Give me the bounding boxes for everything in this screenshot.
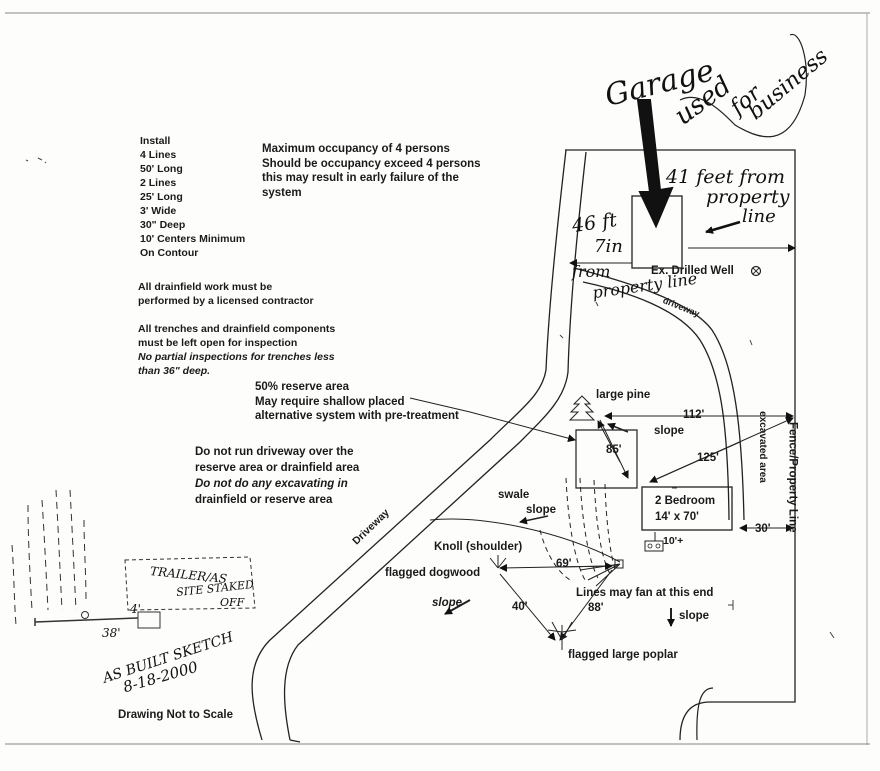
partial-note: No partial inspections for trenches less… (138, 350, 335, 378)
dim-125-label: 125' (697, 452, 719, 464)
reserve-box (575, 429, 638, 489)
dim-88-label: 88' (588, 602, 604, 614)
not-to-scale-label: Drawing Not to Scale (118, 709, 234, 721)
slope-arrow-reserve (607, 422, 629, 433)
dim-30-label: 30' (755, 523, 771, 535)
large-pine-label: large pine (596, 389, 651, 401)
dim-85 (599, 419, 629, 479)
occupancy-note: Maximum occupancy of 4 persons Should be… (262, 142, 481, 200)
slope-left-label: slope (432, 597, 463, 609)
knoll-label: Knoll (shoulder) (434, 541, 523, 553)
driveway-lower-edge (289, 739, 301, 743)
swale-arrow (519, 515, 549, 525)
scribble-loop (679, 33, 807, 138)
inspection-note-line: All trenches and drainfield components (138, 323, 336, 335)
inspection-note-line: must be left open for inspection (138, 337, 298, 349)
drainfield-trenches (539, 477, 616, 581)
driveway-inner (283, 151, 587, 741)
upper-driveway-inner (582, 281, 730, 521)
reserve-line: 50% reserve area (255, 381, 349, 393)
fan-label: Lines may fan at this end (576, 587, 714, 599)
driveway-note: Do not run driveway over the reserve are… (195, 444, 359, 508)
dogwood-tree (489, 555, 507, 569)
well-symbol (750, 265, 762, 277)
poplar-label: flagged large poplar (568, 649, 678, 661)
licensed-note-line: All drainfield work must be (138, 281, 273, 293)
old-trenches (11, 489, 87, 626)
property-boundary (565, 149, 796, 703)
dim-112-label: 112' (683, 409, 705, 421)
partial-note-line: than 36" deep. (138, 365, 211, 377)
install-line: 25' Long (140, 191, 183, 203)
house-title: 2 Bedroom (655, 495, 716, 507)
dim-4-handwriting: 4' (130, 602, 141, 616)
dim-40 (499, 573, 556, 641)
distance-46-handwriting-2: 7in (594, 236, 623, 257)
occupancy-line: system (262, 186, 302, 199)
trailer-line (34, 617, 139, 623)
install-line: Install (140, 135, 171, 147)
dim-40-label: 40' (512, 601, 528, 613)
distance-41-handwriting-1: 41 feet from (666, 166, 785, 188)
occupancy-line: this may result in early failure of the (262, 172, 459, 184)
driveway-line: Do not do any excavating in (195, 478, 348, 490)
dim-69-label: 69' (556, 558, 572, 570)
install-line: 30" Deep (140, 219, 186, 231)
licensed-note-line: performed by a licensed contractor (138, 295, 314, 307)
dim-38-handwriting: 38' (102, 626, 121, 640)
driveway-line: Do not run driveway over the (195, 446, 354, 458)
install-line: On Contour (140, 247, 199, 259)
install-line: 3' Wide (140, 205, 177, 217)
slope-reserve-label: slope (654, 425, 685, 437)
install-line: 50' Long (140, 163, 183, 175)
reserve-note: 50% reserve area May require shallow pla… (255, 380, 459, 424)
dim-10-label: 10'+ (663, 535, 684, 547)
trailer-site (124, 556, 256, 629)
install-line: 10' Centers Minimum (140, 233, 246, 245)
distribution-pipe (579, 563, 621, 587)
driveway-line: reserve area or drainfield area (195, 462, 360, 474)
install-line: 2 Lines (140, 177, 177, 189)
house-size: 14' x 70' (655, 511, 699, 523)
driveway-outer (251, 149, 567, 741)
occupancy-line: Maximum occupancy of 4 persons (262, 143, 450, 155)
from-line-handwriting-1: from (572, 262, 611, 281)
fence-label: Fence/Property Line (786, 421, 799, 533)
knoll-line (429, 518, 621, 563)
slope-arrow-left (444, 599, 471, 615)
garage-arrow (636, 99, 674, 229)
large-pine-tree (568, 395, 596, 421)
install-line: 4 Lines (140, 149, 177, 161)
inspection-note: All trenches and drainfield components m… (138, 322, 335, 350)
reserve-line: alternative system with pre-treatment (255, 410, 459, 422)
reserve-leader (409, 397, 576, 443)
swale-label: swale (498, 489, 530, 501)
distance-41-handwriting-3: line (742, 206, 776, 227)
dogwood-label: flagged dogwood (385, 567, 481, 579)
house-box (641, 486, 733, 531)
occupancy-line: Should be occupancy exceed 4 persons (262, 157, 481, 170)
driveway-to-bottom-2 (696, 687, 714, 741)
upper-driveway-outer (573, 267, 745, 521)
slope-swale-label: slope (526, 504, 557, 516)
dim-85-label: 85' (606, 444, 622, 456)
arrow-41ft (705, 220, 741, 234)
poplar-tree (547, 621, 577, 650)
install-notes: Install 4 Lines 50' Long 2 Lines 25' Lon… (140, 134, 245, 260)
trailer-handwriting-3: OFF (220, 596, 245, 609)
licensed-note: All drainfield work must be performed by… (138, 280, 314, 308)
excavated-label: excavated area (756, 411, 768, 483)
reserve-line: May require shallow placed (255, 395, 405, 408)
partial-note-line: No partial inspections for trenches less (138, 351, 335, 363)
septic-tank (644, 540, 664, 552)
well-label: Ex. Drilled Well (651, 265, 734, 277)
driveway-line: drainfield or reserve area (195, 494, 333, 506)
driveway-to-bottom-1 (679, 701, 732, 741)
distance-41-handwriting-2: property (706, 186, 790, 208)
slope-right-label: slope (679, 610, 710, 622)
